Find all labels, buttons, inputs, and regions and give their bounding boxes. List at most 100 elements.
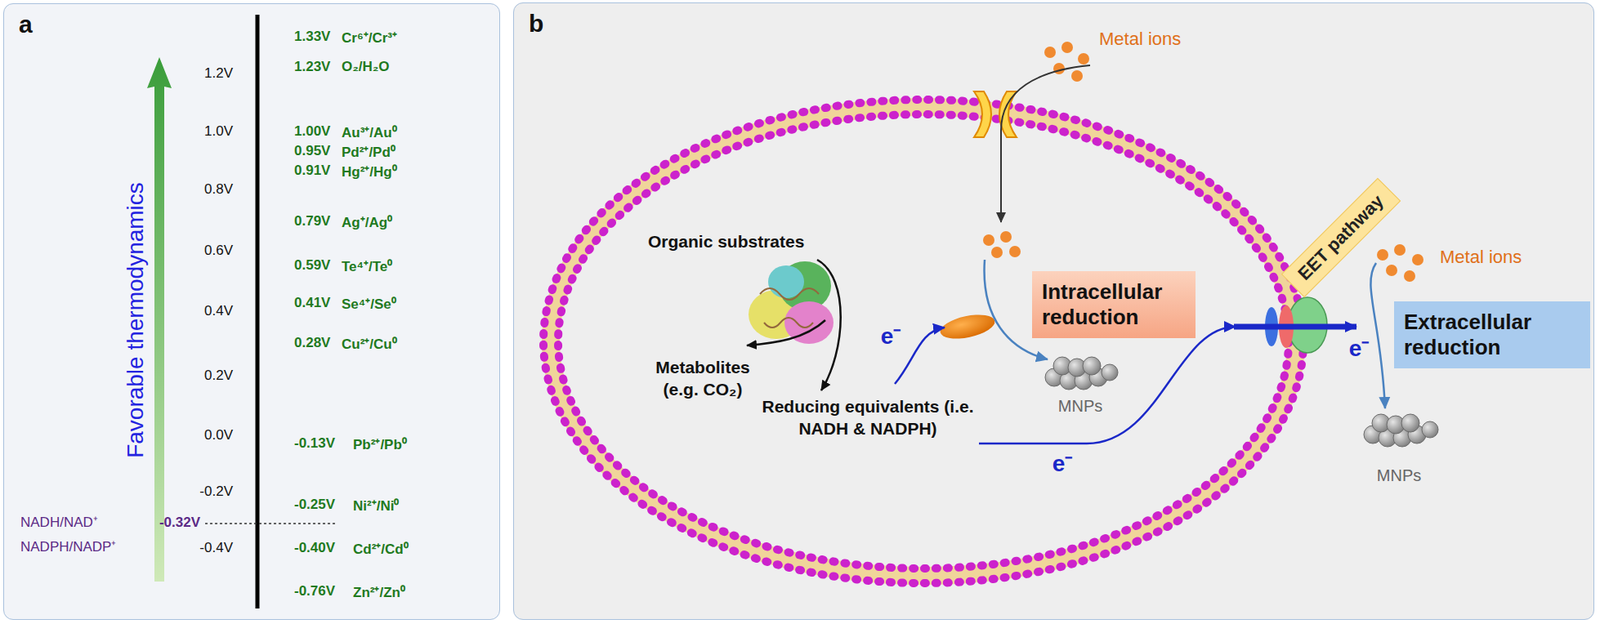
axis-tick: 0.2V	[204, 367, 233, 385]
art-part	[1061, 41, 1073, 54]
nadh-level	[205, 522, 337, 525]
potential-value: 1.33V	[294, 28, 331, 45]
reduction-arrow	[1370, 263, 1386, 409]
art-part	[1412, 254, 1424, 266]
art-part	[1421, 421, 1439, 438]
potential-value: 0.41V	[294, 294, 331, 312]
reductase	[938, 310, 997, 344]
potential-value: 0.59V	[294, 257, 331, 274]
redox-couple: Pb²⁺/Pb⁰	[353, 434, 407, 454]
art-part	[1077, 53, 1090, 65]
species-label: Metabolites (e.g. CO₂)	[645, 356, 760, 402]
redox-couple: Ni²⁺/Ni⁰	[353, 496, 399, 515]
axis-tick: 0.6V	[204, 242, 233, 260]
redox-couple: Se⁴⁺/Se⁰	[341, 294, 397, 313]
potential-value: 0.79V	[294, 213, 331, 230]
axis-tick: 0.0V	[204, 427, 233, 444]
node-text: EET pathway	[1293, 190, 1388, 285]
species-label: Metal ions	[1439, 246, 1522, 269]
cell-membrane	[543, 99, 1304, 584]
axis-tick: 1.0V	[204, 123, 233, 140]
art-part	[1000, 231, 1012, 243]
art-part	[1053, 62, 1065, 75]
process-box: Extracellular reduction	[1394, 301, 1591, 369]
pathway-tag: EET pathway	[1281, 178, 1401, 298]
node-text: b	[528, 9, 544, 38]
redox-couple: Zn²⁺/Zn⁰	[353, 582, 406, 602]
art-part	[768, 265, 805, 299]
axis-tick: 0.4V	[204, 303, 233, 320]
panel-ground	[513, 2, 1595, 621]
thermo-arrow	[147, 57, 172, 582]
product-label: MNPs	[1376, 466, 1422, 486]
axis-tick: 1.2V	[204, 65, 233, 82]
redox-couple: Au³⁺/Au⁰	[341, 122, 398, 142]
species-label: Metal ions	[1099, 28, 1181, 50]
species-label: Organic substrates	[648, 230, 805, 253]
art-part	[1044, 46, 1056, 59]
art-part	[759, 288, 819, 328]
art-part	[1376, 249, 1389, 261]
ion-uptake-arrow	[1001, 65, 1091, 223]
enzyme-complex	[748, 261, 834, 345]
node-text: a	[18, 10, 33, 39]
potential-value: 0.91V	[294, 162, 331, 179]
redox-couple: NADH/NAD⁺	[20, 512, 99, 532]
node-text: Intracellular reduction	[1041, 279, 1186, 331]
redox-couple: Cd²⁺/Cd⁰	[353, 539, 409, 559]
potential-value: 1.00V	[294, 123, 331, 140]
art-part	[1082, 357, 1101, 376]
axis-tick: -0.2V	[199, 483, 233, 501]
art-part	[1009, 245, 1021, 258]
electron-label: e⁻	[1052, 446, 1073, 479]
axis-tick: 0.8V	[204, 181, 233, 198]
art-part	[1394, 244, 1406, 256]
potential-value: 1.23V	[294, 58, 331, 76]
redox-couple: Cu²⁺/Cu⁰	[341, 334, 398, 354]
redox-couple: Ag⁺/Ag⁰	[341, 212, 393, 232]
panel-ground	[3, 3, 501, 621]
art-part	[1385, 264, 1398, 277]
electron-label: e⁻	[880, 319, 902, 351]
redox-couple: O₂/H₂O	[341, 58, 390, 76]
redox-couple: Hg²⁺/Hg⁰	[341, 161, 398, 181]
potential-value: -0.32V	[159, 514, 201, 532]
species-label: Reducing equivalents (i.e. NADH & NADPH)	[758, 395, 978, 441]
nanoparticle-cluster	[1045, 357, 1439, 447]
electron-label: e⁻	[1349, 331, 1370, 363]
product-label: MNPs	[1058, 397, 1103, 416]
process-box: Intracellular reduction	[1032, 271, 1196, 339]
potential-value: -0.13V	[294, 435, 336, 452]
art-part	[550, 107, 1297, 577]
potential-value: 0.28V	[294, 335, 331, 352]
art-part	[1403, 270, 1416, 282]
art-part	[999, 91, 1017, 138]
potential-axis	[255, 14, 260, 609]
electron-arrow	[894, 327, 945, 385]
art-part	[983, 234, 995, 246]
art-part	[543, 99, 1304, 584]
axis-title: Favorable thermodynamics	[122, 182, 149, 459]
art-part	[1101, 364, 1118, 381]
axis-tick: -0.4V	[199, 540, 233, 557]
potential-value: -0.25V	[294, 496, 336, 514]
node-text: Extracellular reduction	[1403, 309, 1581, 361]
redox-couple: Cr⁶⁺/Cr³⁺	[341, 27, 398, 47]
art-part	[974, 91, 992, 138]
art-part	[558, 114, 1289, 569]
redox-couple: Pd²⁺/Pd⁰	[341, 142, 396, 161]
panel: bIntracellular reduction EET pathwayExtra…	[513, 2, 1595, 621]
art-part	[1401, 414, 1420, 433]
potential-value: 0.95V	[294, 143, 331, 160]
electron-arrow	[978, 326, 1236, 444]
art-part	[991, 246, 1003, 259]
potential-value: -0.76V	[294, 583, 336, 600]
art-part	[1071, 70, 1083, 82]
metal-ion-dots	[983, 41, 1424, 282]
eet-electron-arrow	[1233, 324, 1357, 331]
potential-value: -0.40V	[294, 540, 336, 557]
redox-couple: NADPH/NADP⁺	[20, 536, 117, 556]
redox-couple: Te⁴⁺/Te⁰	[341, 256, 393, 276]
